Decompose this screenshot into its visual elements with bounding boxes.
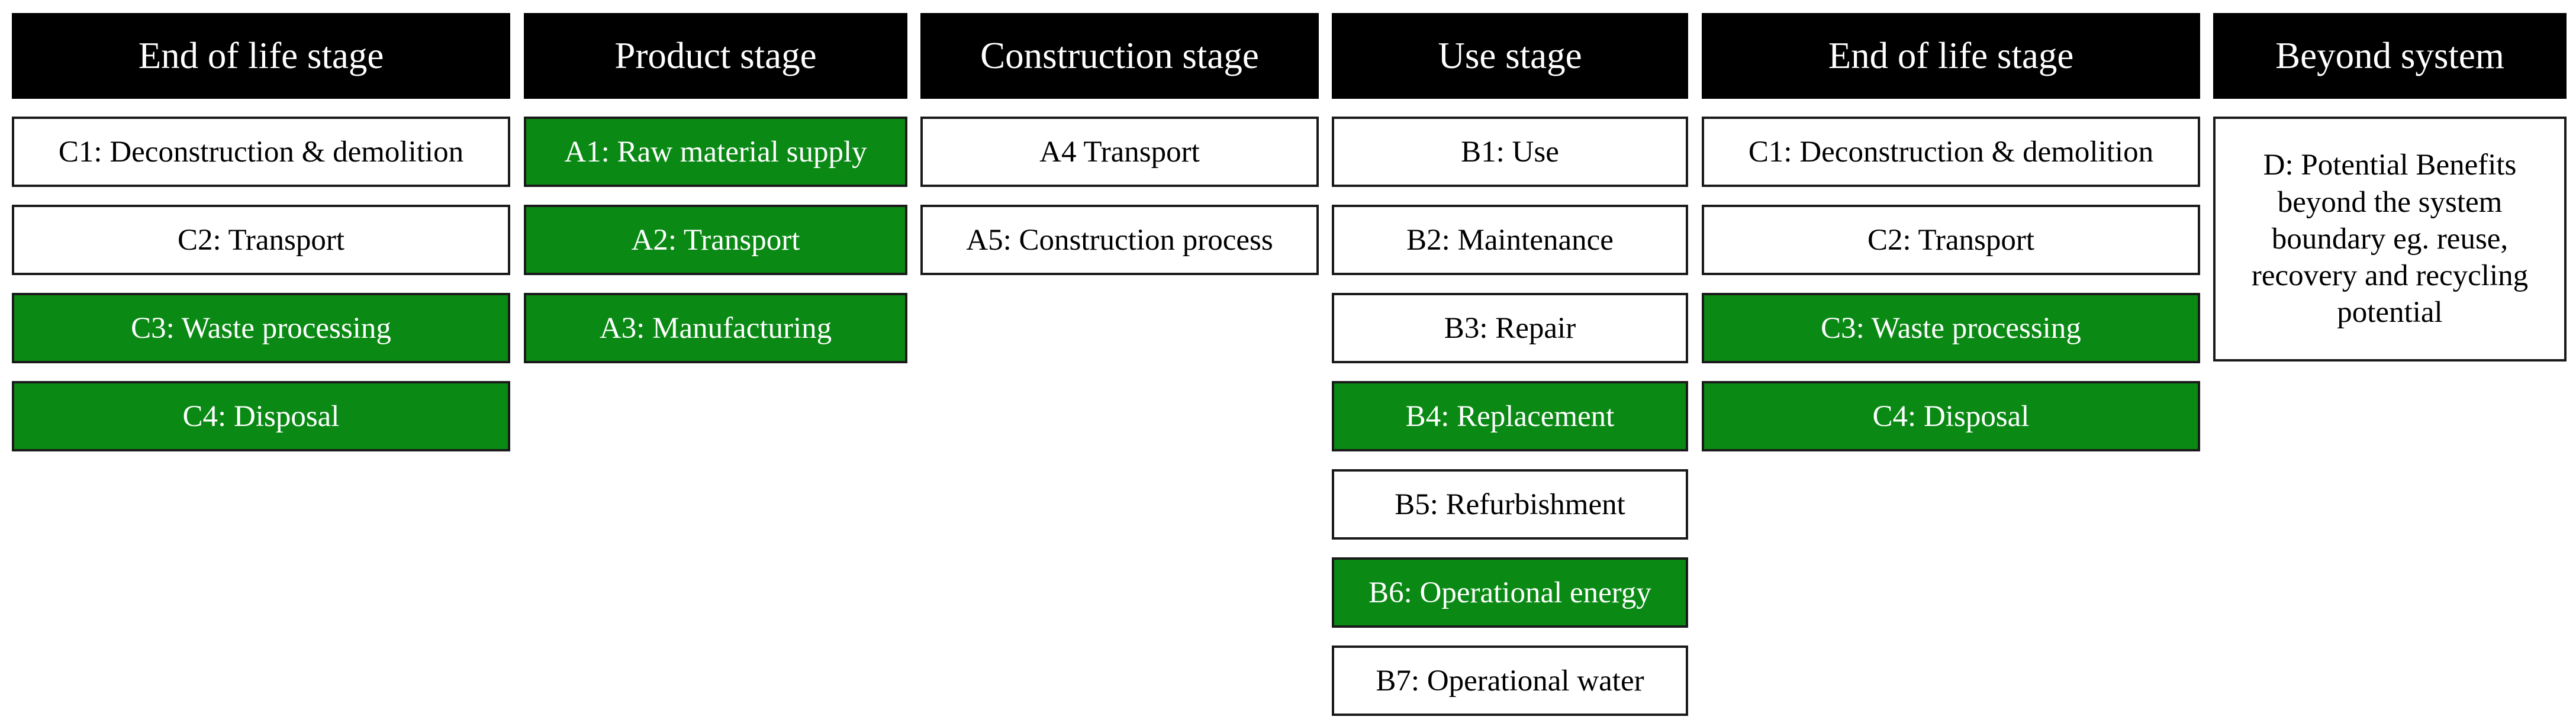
stage-item-box: A5: Construction process	[920, 205, 1319, 275]
stage-item-box: B5: Refurbishment	[1332, 469, 1688, 540]
stage-item-box: B3: Repair	[1332, 293, 1688, 363]
stage-item-box: C1: Deconstruction & demolition	[12, 117, 510, 187]
stage-item-box: A4 Transport	[920, 117, 1319, 187]
stage-item-box: B7: Operational water	[1332, 645, 1688, 716]
stage-item-box: C4: Disposal	[1702, 381, 2200, 451]
stage-item-box: C3: Waste processing	[1702, 293, 2200, 363]
stage-item-box: C1: Deconstruction & demolition	[1702, 117, 2200, 187]
stage-item-box: B1: Use	[1332, 117, 1688, 187]
stage-item-box: B6: Operational energy	[1332, 557, 1688, 628]
stage-item-box: C2: Transport	[12, 205, 510, 275]
stage-item-box: A2: Transport	[524, 205, 907, 275]
stage-header: Construction stage	[920, 13, 1319, 99]
stage-item-box: C2: Transport	[1702, 205, 2200, 275]
stage-column-end-of-life-left: End of life stage C1: Deconstruction & d…	[12, 13, 510, 451]
stage-item-box: C3: Waste processing	[12, 293, 510, 363]
stage-header: End of life stage	[12, 13, 510, 99]
stage-header: Product stage	[524, 13, 907, 99]
stage-item-box: B4: Replacement	[1332, 381, 1688, 451]
stage-column-beyond-system: Beyond system D: Potential Benefits beyo…	[2213, 13, 2567, 362]
stage-header: Use stage	[1332, 13, 1688, 99]
stage-column-end-of-life-right: End of life stage C1: Deconstruction & d…	[1702, 13, 2200, 451]
stage-item-box: C4: Disposal	[12, 381, 510, 451]
stage-item-box: A3: Manufacturing	[524, 293, 907, 363]
stage-header: End of life stage	[1702, 13, 2200, 99]
stage-item-box: B2: Maintenance	[1332, 205, 1688, 275]
stage-item-box: A1: Raw material supply	[524, 117, 907, 187]
stage-header: Beyond system	[2213, 13, 2567, 99]
stage-item-box: D: Potential Benefits beyond the system …	[2213, 117, 2567, 362]
